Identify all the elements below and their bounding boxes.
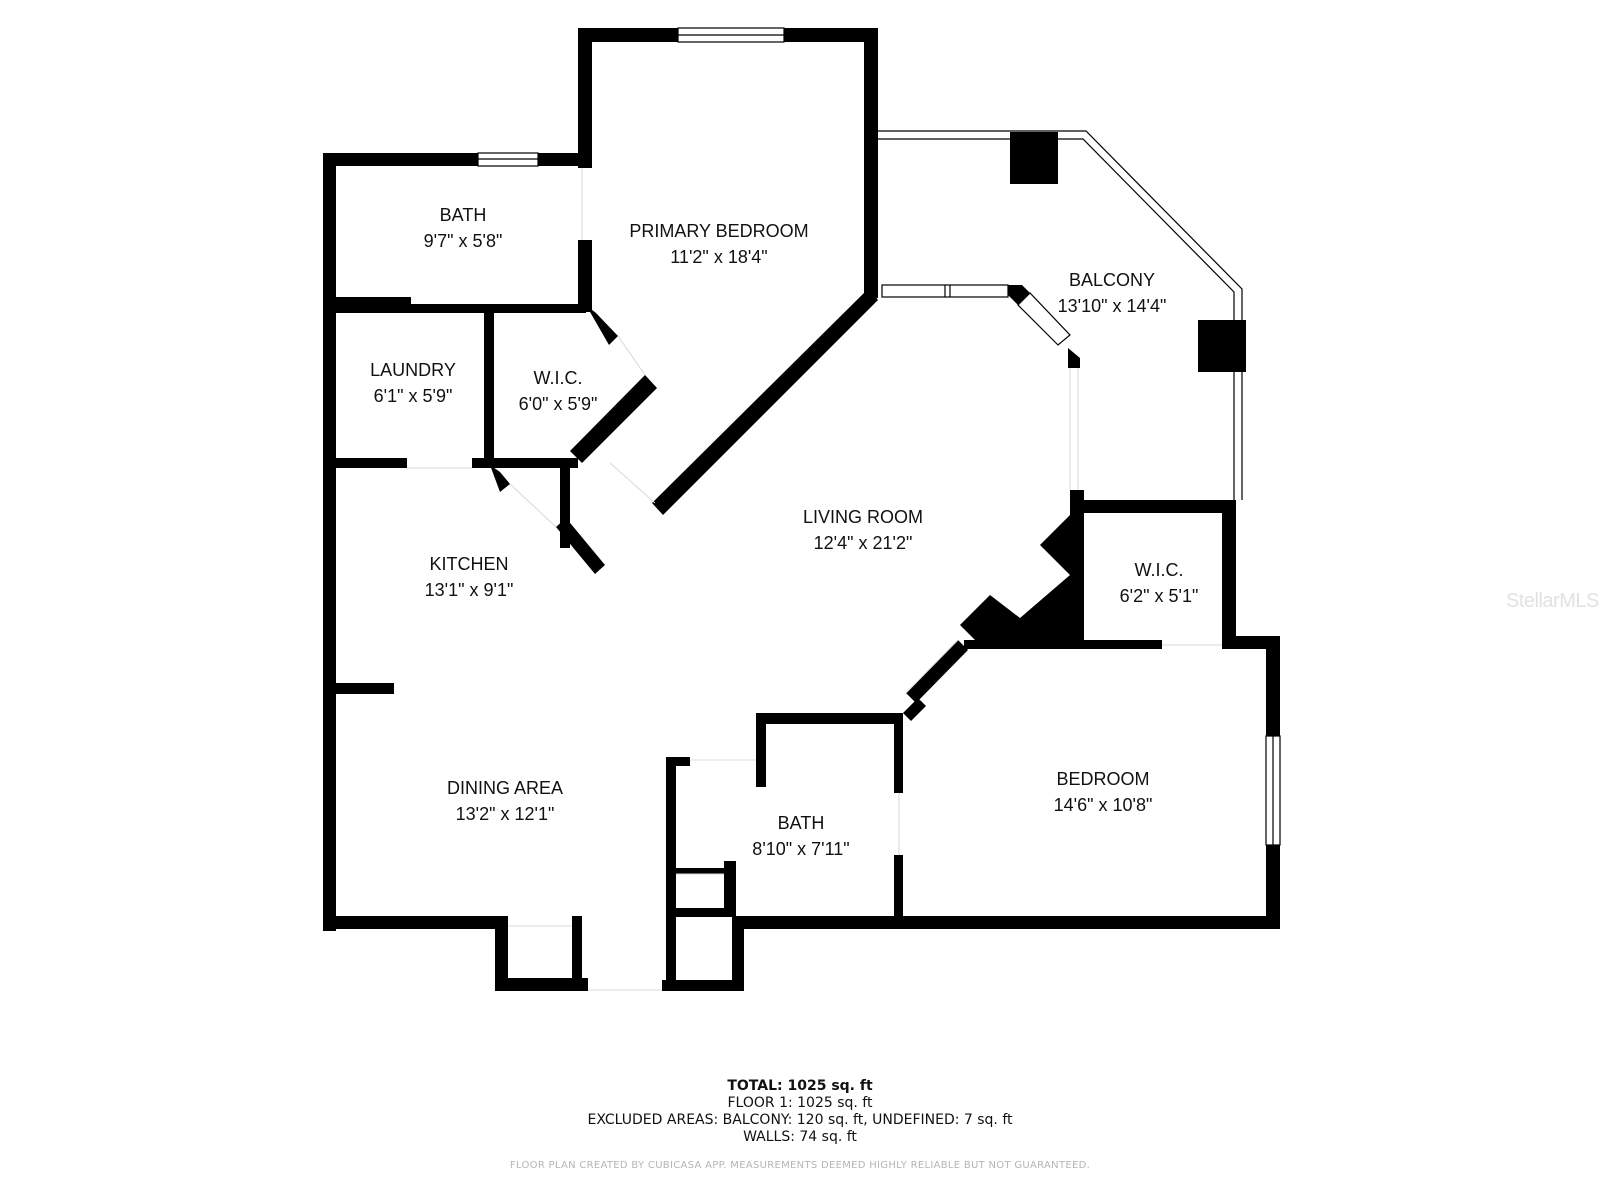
room-wic-bedroom: W.I.C. 6'2" x 5'1" [1120,557,1199,609]
room-laundry: LAUNDRY 6'1" x 5'9" [370,357,456,409]
room-living-room: LIVING ROOM 12'4" x 21'2" [803,504,923,556]
room-primary-bedroom: PRIMARY BEDROOM 11'2" x 18'4" [629,218,808,270]
room-name: PRIMARY BEDROOM [629,221,809,241]
room-dimensions: 13'1" x 9'1" [424,580,514,600]
room-name: W.I.C. [533,368,583,388]
floor-area: FLOOR 1: 1025 sq. ft [727,1095,873,1111]
windows-and-railings [477,27,1281,846]
door-openings [407,168,1222,991]
disclaimer: FLOOR PLAN CREATED BY CUBICASA APP. MEAS… [509,1160,1091,1171]
room-name: LAUNDRY [370,360,456,380]
total-area: TOTAL: 1025 sq. ft [727,1078,873,1094]
room-dimensions: 9'7" x 5'8" [423,231,503,251]
walls [323,28,1280,991]
room-dimensions: 13'2" x 12'1" [455,804,555,824]
room-name: BEDROOM [1056,769,1150,789]
room-wic-primary: W.I.C. 6'0" x 5'9" [519,365,598,417]
room-dimensions: 6'1" x 5'9" [373,386,453,406]
room-name: BATH [777,813,825,833]
area-summary: TOTAL: 1025 sq. ft FLOOR 1: 1025 sq. ft … [0,1078,1600,1146]
room-dimensions: 11'2" x 18'4" [670,247,768,267]
watermark: StellarMLS [1506,590,1599,612]
room-dimensions: 8'10" x 7'11" [752,839,850,859]
room-dining-area: DINING AREA 13'2" x 12'1" [447,775,563,827]
room-name: BATH [439,205,487,225]
room-balcony: BALCONY 13'10" x 14'4" [1058,267,1167,319]
room-name: KITCHEN [429,554,509,574]
room-name: DINING AREA [446,778,564,798]
room-dimensions: 13'10" x 14'4" [1057,296,1167,316]
room-kitchen: KITCHEN 13'1" x 9'1" [425,551,514,603]
room-bath-primary: BATH 9'7" x 5'8" [424,202,503,254]
room-dimensions: 6'0" x 5'9" [518,394,598,414]
excluded-areas: EXCLUDED AREAS: BALCONY: 120 sq. ft, UND… [587,1112,1013,1128]
room-bath-hall: BATH 8'10" x 7'11" [752,810,849,862]
room-dimensions: 14'6" x 10'8" [1053,795,1153,815]
room-name: LIVING ROOM [802,507,924,527]
room-bedroom: BEDROOM 14'6" x 10'8" [1054,766,1153,818]
room-dimensions: 12'4" x 21'2" [813,533,913,553]
room-name: BALCONY [1068,270,1156,290]
room-name: W.I.C. [1134,560,1184,580]
walls-area: WALLS: 74 sq. ft [743,1129,857,1145]
room-dimensions: 6'2" x 5'1" [1119,586,1199,606]
